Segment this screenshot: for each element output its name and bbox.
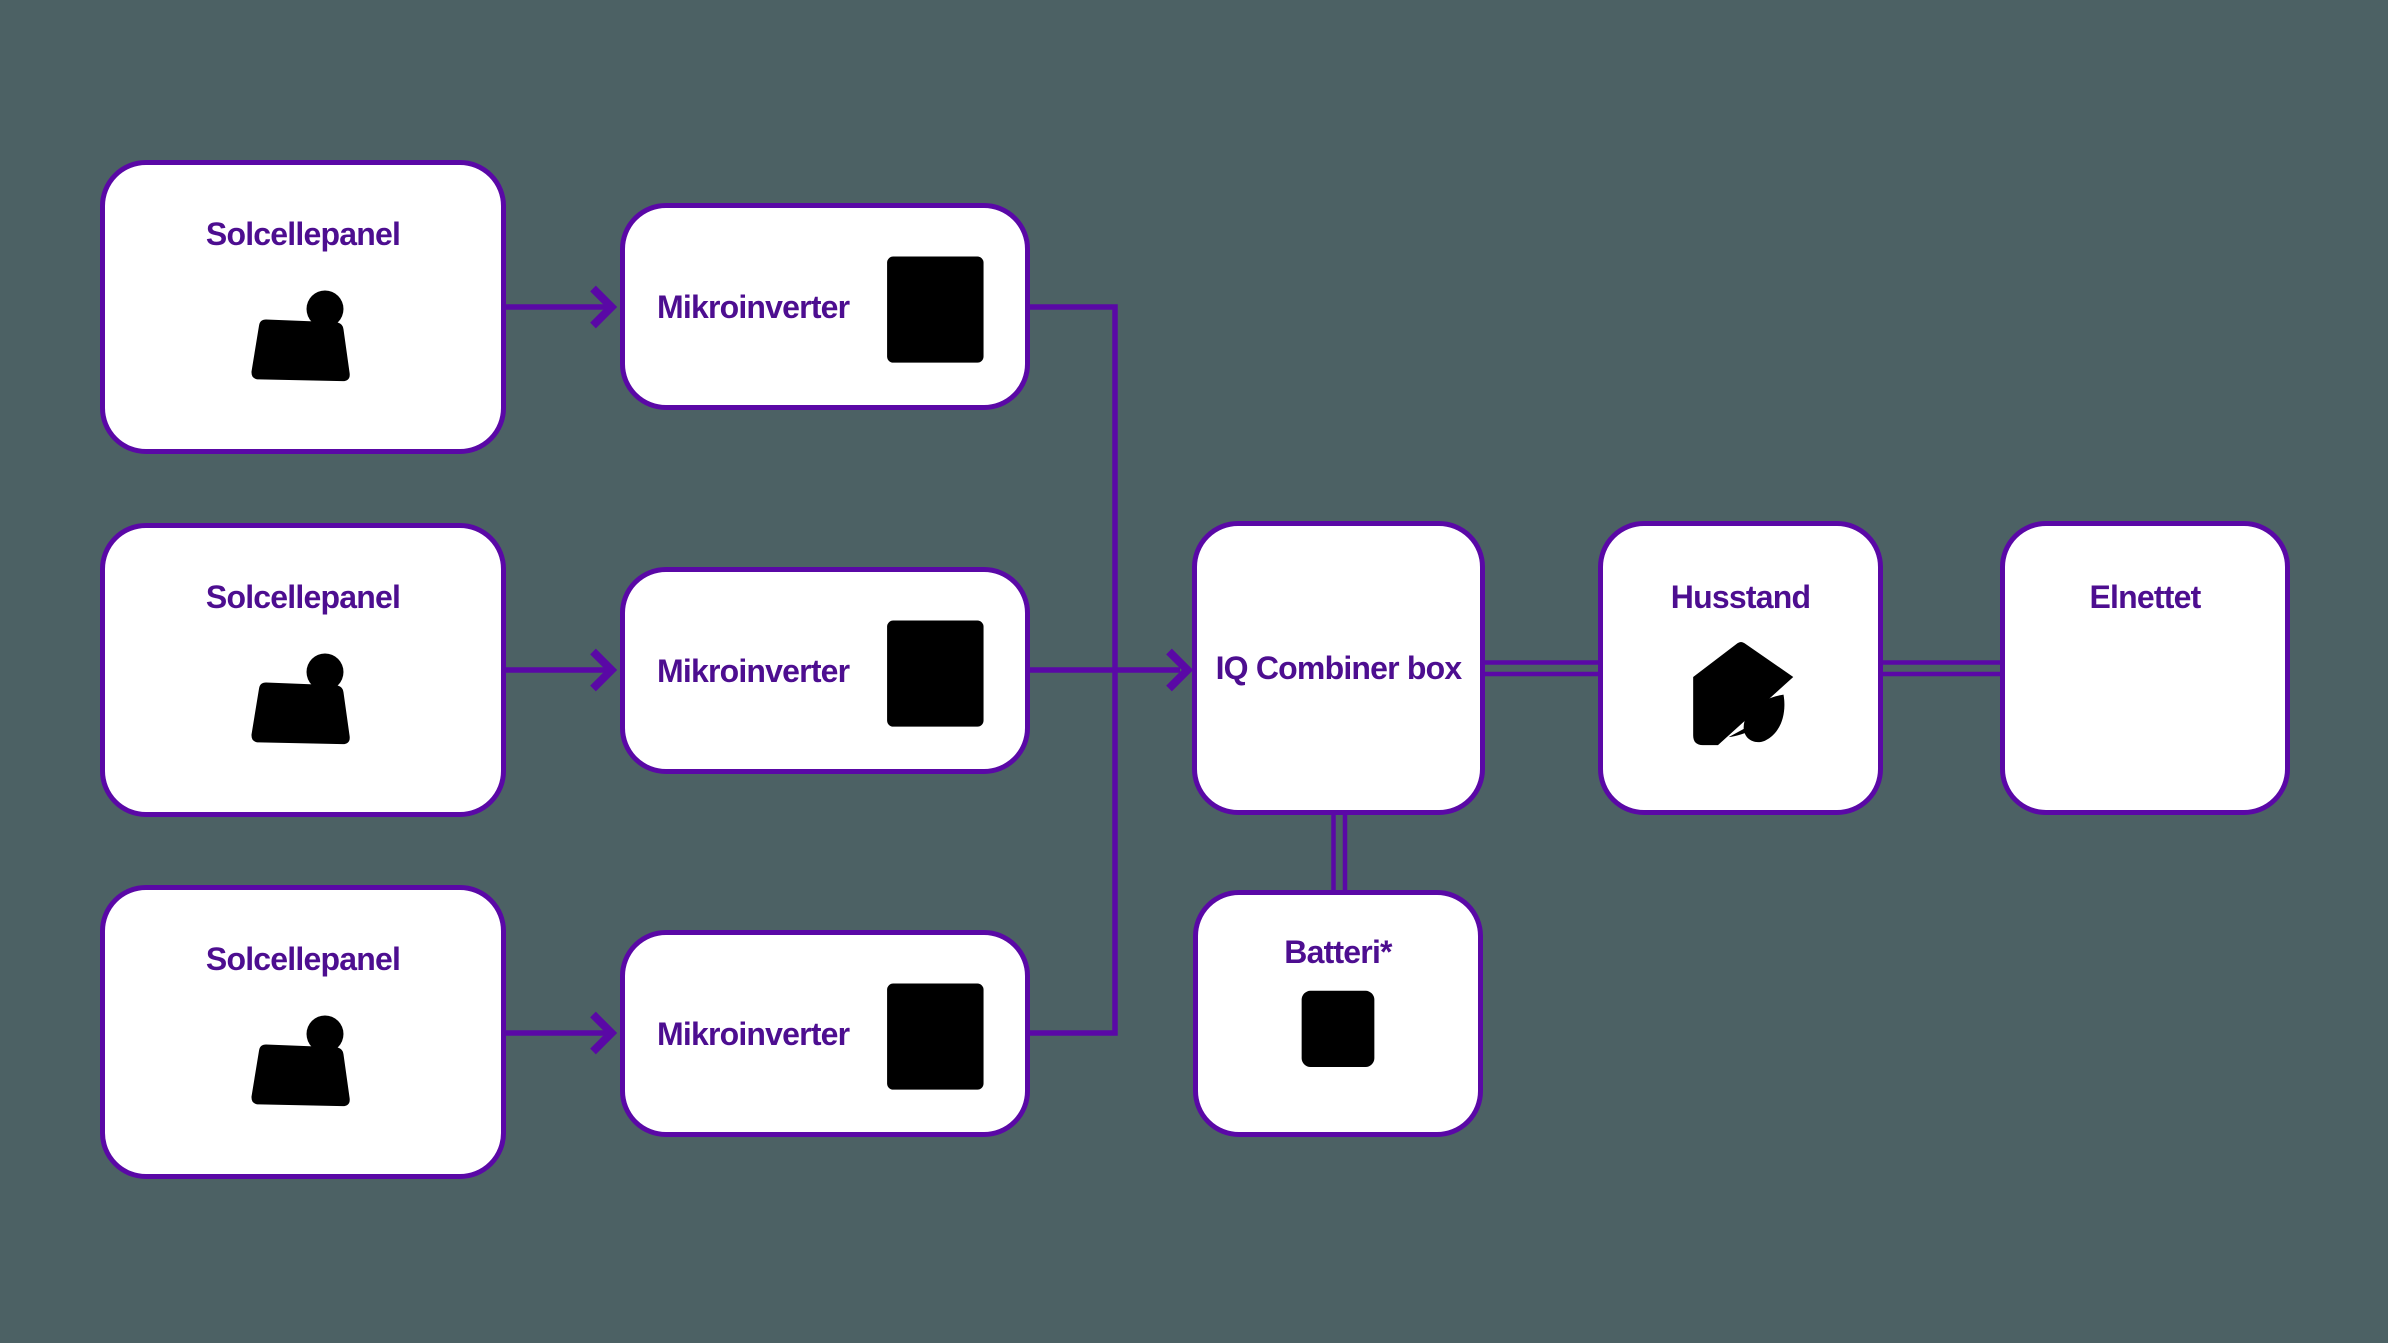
electricity-pylon-icon (2097, 630, 2194, 749)
node-label: Husstand (1670, 579, 1811, 615)
node-household: Husstand (1598, 521, 1883, 815)
inverter-icon (877, 972, 991, 1095)
node-iq-combiner-box: IQ Combiner box (1192, 521, 1485, 815)
inverter-icon (877, 609, 991, 732)
node-microinverter-3: Mikroinverter (620, 930, 1030, 1137)
node-solar-panel-1: Solcellepanel (100, 160, 506, 454)
arrowhead-inverter2 (590, 648, 618, 692)
node-solar-panel-3: Solcellepanel (100, 885, 506, 1179)
arrowhead-inverter3 (590, 1011, 618, 1055)
node-label: Solcellepanel (205, 941, 401, 977)
node-label: Solcellepanel (205, 216, 401, 252)
node-solar-panel-2: Solcellepanel (100, 523, 506, 817)
node-label: IQ Combiner box (1215, 650, 1463, 686)
node-label: Solcellepanel (205, 579, 401, 615)
node-grid: Elnettet (2000, 521, 2290, 815)
arrowhead-inverter1 (590, 285, 618, 329)
solar-panel-icon (237, 265, 369, 397)
inverter-icon (877, 245, 991, 368)
node-label: Batteri* (1284, 934, 1392, 970)
node-microinverter-2: Mikroinverter (620, 567, 1030, 774)
node-microinverter-1: Mikroinverter (620, 203, 1030, 410)
node-label: Mikroinverter (657, 1015, 850, 1052)
solar-panel-icon (237, 990, 369, 1122)
battery-icon (1291, 981, 1385, 1083)
node-battery: Batteri* (1193, 890, 1483, 1137)
house-leaf-icon (1679, 630, 1803, 754)
node-label: Mikroinverter (657, 288, 850, 325)
solar-panel-icon (237, 628, 369, 760)
node-label: Elnettet (2089, 579, 2202, 615)
node-label: Mikroinverter (657, 652, 850, 689)
arrowhead-combiner (1166, 648, 1194, 692)
